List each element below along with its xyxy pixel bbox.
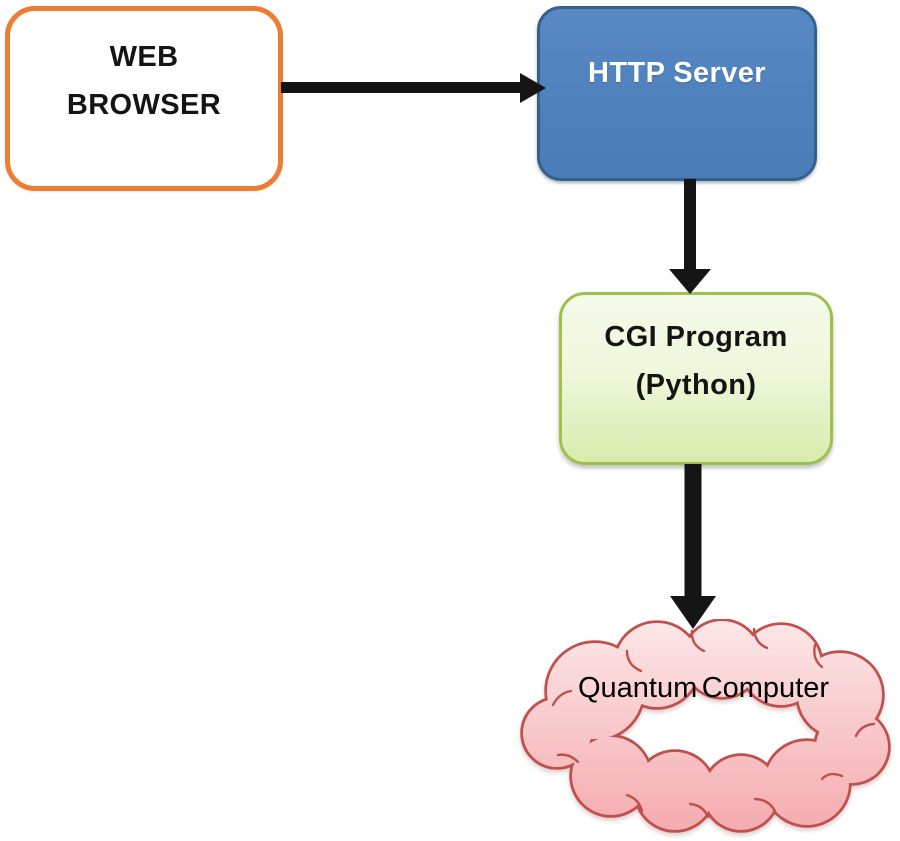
quantum-computer-label-line1: Quantum [577,672,698,704]
node-http-server: HTTP Server [537,6,817,181]
node-cgi-program: CGI Program (Python) [559,292,833,465]
http-server-label: HTTP Server [588,57,766,89]
cgi-program-label-line1: CGI Program [604,321,788,353]
web-browser-label-line2: BROWSER [66,89,222,121]
cloud-curl-details [551,627,876,819]
cgi-program-label-line2: (Python) [635,369,757,401]
quantum-computer-label-line2: Computer [701,672,830,704]
node-quantum-computer: Quantum Computer [515,662,892,714]
cloud-shape [520,619,891,833]
web-browser-label-line1: WEB [109,41,179,73]
arrow-browser-to-server [281,73,546,103]
arrow-cgi-to-quantum [670,464,716,629]
node-web-browser: WEB BROWSER [5,6,283,191]
arrow-server-to-cgi [669,179,711,294]
